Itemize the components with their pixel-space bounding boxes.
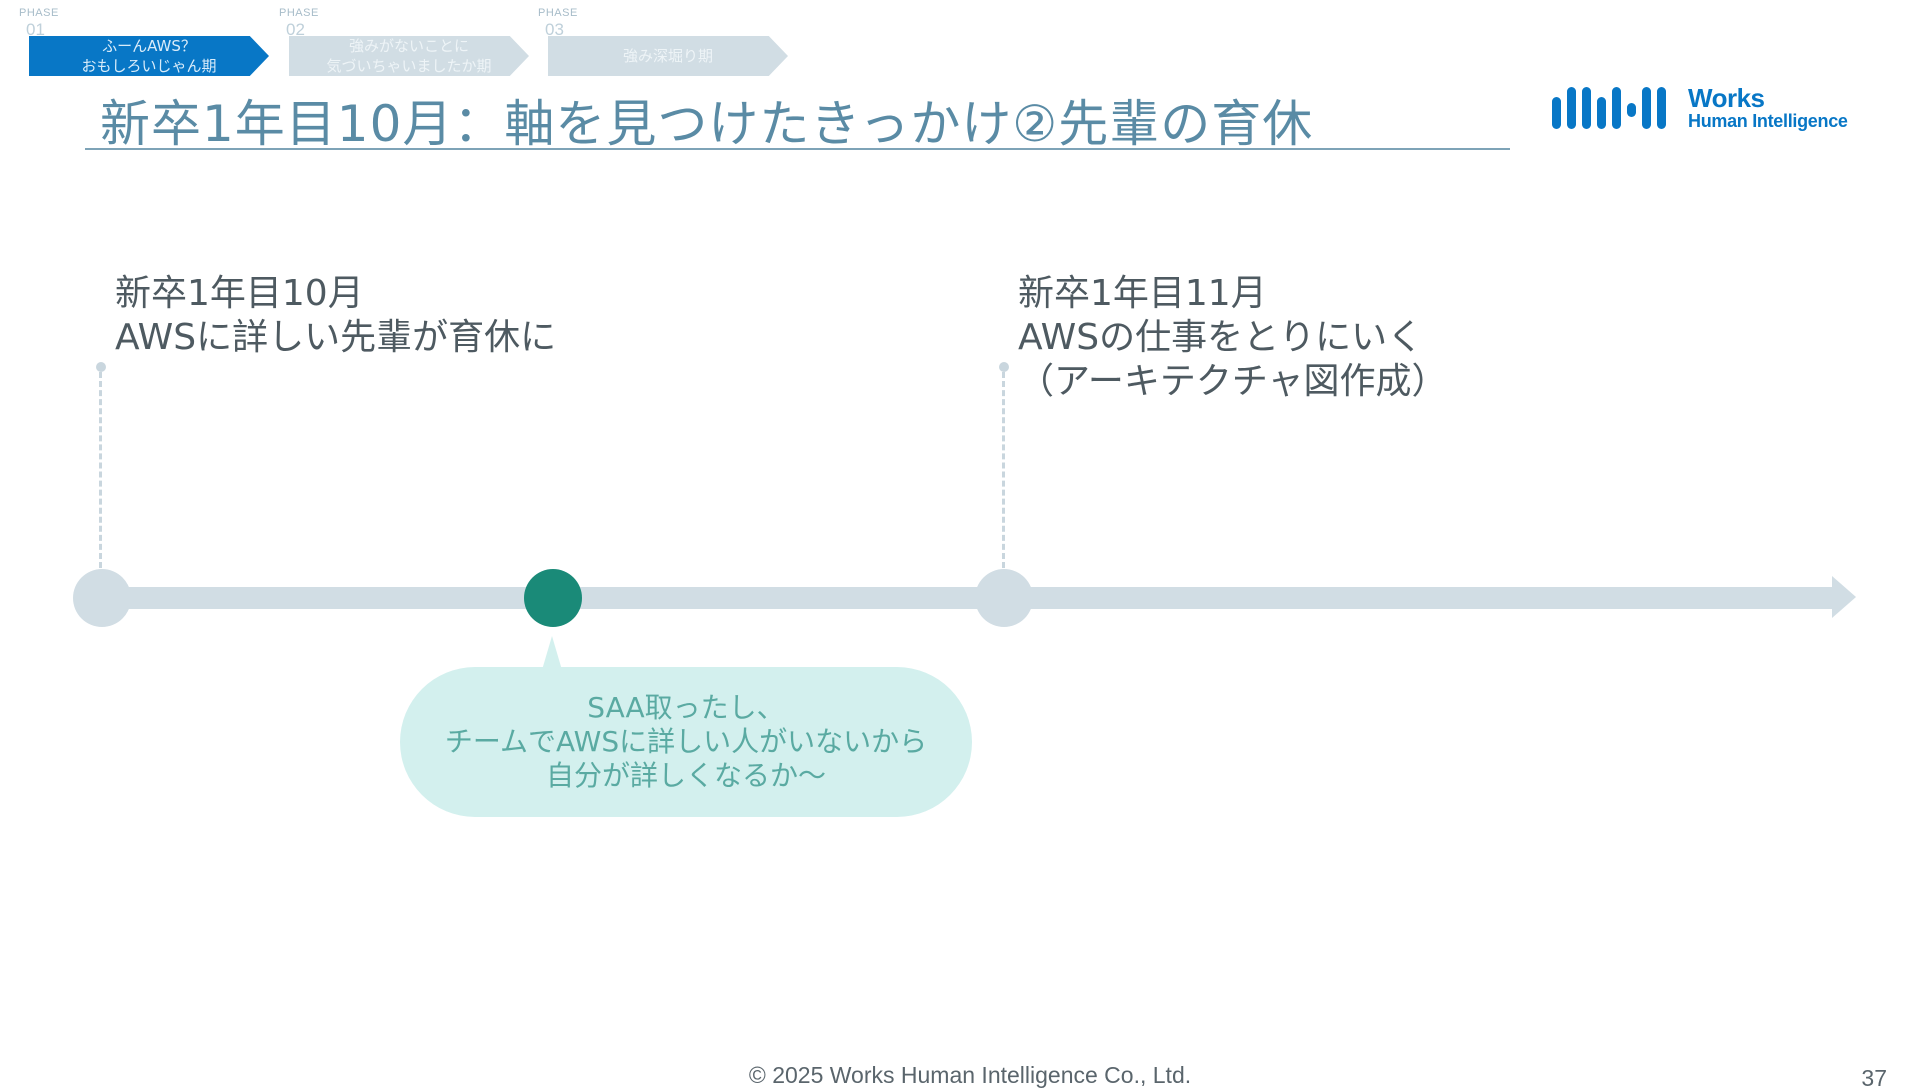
logo-wordmark-works: Works <box>1688 83 1765 113</box>
phase-number: 03 <box>545 20 564 39</box>
copyright-notice: © 2025 Works Human Intelligence Co., Ltd… <box>748 1062 1192 1088</box>
timeline-bar <box>100 587 1835 609</box>
timeline-node-current <box>524 569 582 627</box>
phase-title: ふーんAWS？ おもしろいじゃん期 <box>81 37 217 75</box>
phase-label: PHASE <box>538 7 578 19</box>
event-2-date: 新卒1年目11月 <box>1018 273 1267 314</box>
phase-chevron: ふーんAWS？ おもしろいじゃん期 <box>29 36 269 76</box>
event-2-text: 新卒1年目11月 AWSの仕事をとりにいく （アーキテクチャ図作成） <box>1018 272 1447 404</box>
event-1-marker-dot <box>96 362 106 372</box>
event-1-date: 新卒1年目10月 <box>115 273 364 314</box>
page-number: 37 <box>1861 1065 1887 1091</box>
company-logo: Works Human Intelligence <box>1550 82 1870 134</box>
speech-bubble-tail <box>542 636 562 670</box>
speech-bubble-line: SAA取ったし、 <box>587 691 785 724</box>
phase-label: PHASE <box>279 7 319 19</box>
timeline-node-event-1 <box>73 569 131 627</box>
phase-label: PHASE <box>19 7 59 19</box>
event-2-line: AWSの仕事をとりにいく <box>1018 317 1424 358</box>
event-1-connector <box>99 372 102 568</box>
speech-bubble-line: 自分が詳しくなるか〜 <box>545 759 826 792</box>
event-1-line: AWSに詳しい先輩が育休に <box>115 317 557 358</box>
phase-title: 強み深堀り期 <box>622 47 713 65</box>
event-1-text: 新卒1年目10月 AWSに詳しい先輩が育休に <box>115 272 556 360</box>
page-title: 新卒1年目10月：軸を見つけたきっかけ②先輩の育休 <box>100 95 1314 153</box>
logo-wordmark-hi: Human Intelligence <box>1688 111 1848 131</box>
event-2-marker-dot <box>999 362 1009 372</box>
speech-bubble-line: チームでAWSに詳しい人がいないから <box>444 725 928 758</box>
timeline-arrow-icon <box>1832 576 1856 618</box>
title-underline <box>85 148 1510 150</box>
phase-number: 01 <box>26 20 45 39</box>
phase-chevron: 強み深堀り期 <box>548 36 788 76</box>
event-2-connector <box>1002 372 1005 568</box>
speech-bubble: SAA取ったし、 チームでAWSに詳しい人がいないから 自分が詳しくなるか〜 <box>400 667 972 817</box>
timeline-node-event-2 <box>975 569 1033 627</box>
event-2-line: （アーキテクチャ図作成） <box>1018 361 1448 402</box>
phase-chevron: 強みがないことに 気づいちゃいましたか期 <box>289 36 529 76</box>
phase-title: 強みがないことに 気づいちゃいましたか期 <box>326 37 492 75</box>
phase-number: 02 <box>286 20 305 39</box>
logo-bars-icon <box>1552 87 1666 129</box>
